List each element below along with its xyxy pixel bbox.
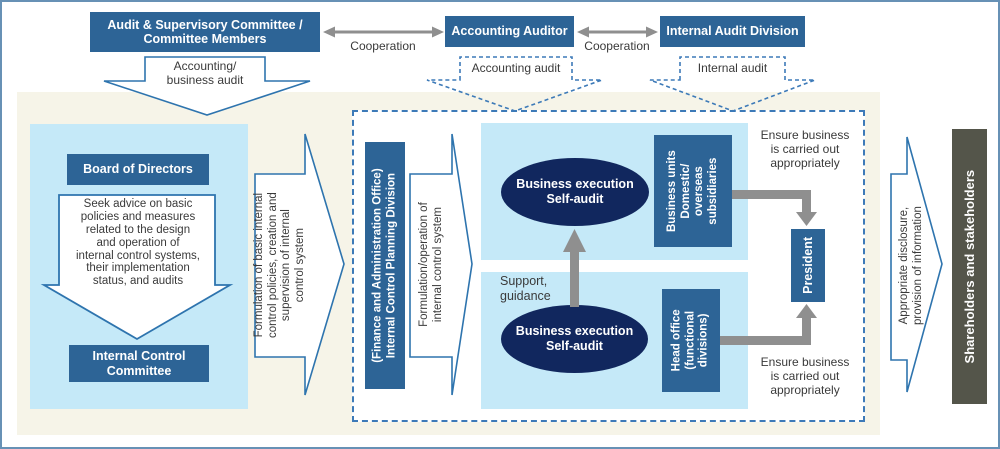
business-units-label: Business units Domestic/ overseas subsid…	[665, 150, 719, 232]
cooperation-arrow-right	[577, 26, 658, 38]
accounting-audit-label: Accounting audit	[471, 61, 561, 75]
internal-control-committee-box: Internal Control Committee	[69, 345, 209, 382]
support-guidance-label: Support, guidance	[500, 274, 551, 303]
ensure-business-bottom-text: Ensure business is carried out appropria…	[760, 355, 850, 398]
board-of-directors-box: Board of Directors	[67, 154, 209, 185]
business-units-box: Business units Domestic/ overseas subsid…	[654, 135, 732, 247]
self-audit-ellipse-lower: Business execution Self-audit	[501, 305, 648, 373]
cooperation-label-right: Cooperation	[584, 39, 650, 53]
formulation-operation-text-wrap: Formulation/operation of internal contro…	[410, 172, 452, 357]
formulation-basic-text-wrap: Formulation of basic internal control po…	[252, 174, 306, 357]
head-office-label: Head office (functional divisions)	[670, 309, 710, 372]
internal-control-planning-division-box: (Finance and Administration Office) Inte…	[365, 142, 405, 389]
accounting-business-audit-label: Accounting/ business audit	[166, 59, 244, 88]
shareholders-box: Shareholders and stakeholders	[952, 129, 987, 404]
audit-supervisory-committee-box: Audit & Supervisory Committee / Committe…	[90, 12, 320, 52]
disclosure-text: Appropriate disclosure, provision of inf…	[897, 206, 923, 326]
formulation-basic-text: Formulation of basic internal control po…	[252, 192, 306, 339]
seek-advice-text: Seek advice on basic policies and measur…	[76, 198, 200, 288]
president-label: President	[800, 237, 815, 294]
self-audit-ellipse-upper: Business execution Self-audit	[501, 158, 649, 226]
disclosure-text-wrap: Appropriate disclosure, provision of inf…	[888, 172, 934, 360]
cooperation-label-left: Cooperation	[350, 39, 416, 53]
internal-audit-label: Internal audit	[697, 61, 768, 75]
head-office-box: Head office (functional divisions)	[662, 289, 720, 392]
shareholders-label: Shareholders and stakeholders	[961, 169, 977, 364]
formulation-operation-text: Formulation/operation of internal contro…	[417, 202, 443, 327]
cooperation-arrow-left	[323, 26, 444, 38]
accounting-auditor-box: Accounting Auditor	[445, 16, 574, 47]
internal-control-planning-division-label: (Finance and Administration Office) Inte…	[371, 168, 398, 363]
internal-audit-division-box: Internal Audit Division	[660, 16, 805, 47]
president-box: President	[791, 229, 825, 302]
ensure-business-top-text: Ensure business is carried out appropria…	[760, 128, 850, 171]
